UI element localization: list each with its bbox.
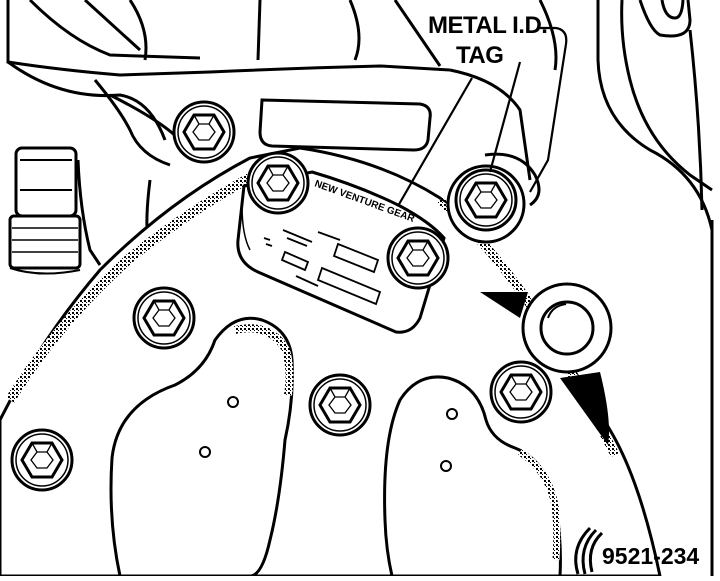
bolt-center [308, 373, 372, 437]
bolt-left-middle [132, 286, 196, 350]
upper-frame [6, 0, 558, 207]
boss-lug [480, 282, 613, 445]
left-cavity [109, 316, 294, 578]
bolt-tag-left [246, 151, 310, 215]
upper-plate [258, 98, 432, 152]
figure-number-mark [574, 526, 604, 575]
bolt-top-left [172, 100, 236, 164]
callout-leaders [397, 26, 568, 207]
tag-stamped-fields [263, 229, 382, 306]
bolt-upper-right [446, 164, 526, 244]
figure-number: 9521-234 [602, 543, 699, 569]
bolt-right-middle [489, 360, 553, 424]
callout-label-line2: TAG [456, 42, 503, 69]
right-bracket [596, 0, 714, 576]
bolt-far-left [10, 428, 74, 492]
bolt-tag-right [386, 226, 450, 290]
sensor-switch [8, 146, 82, 275]
right-cavity [383, 375, 562, 578]
callout-label-line1: METAL I.D. [428, 12, 547, 39]
